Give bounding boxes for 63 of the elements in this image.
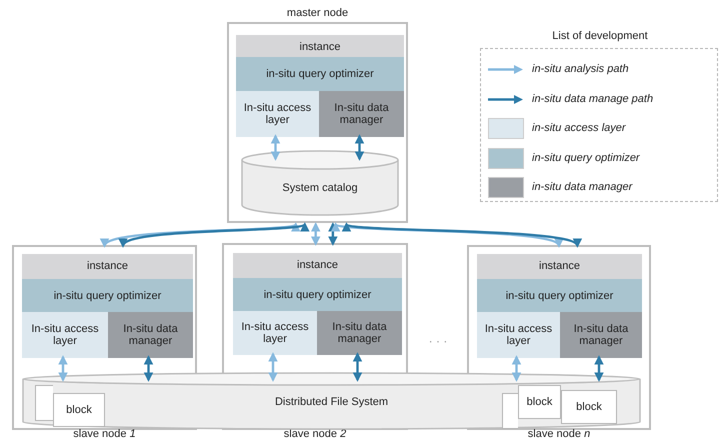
node-caption: slave node n (526, 428, 592, 441)
instance-label: instance (298, 40, 342, 55)
node-label: In-situ data manager (572, 323, 630, 347)
node-label: System catalog (281, 181, 359, 196)
node-label: block (65, 404, 93, 416)
legend-text: in-situ data manager (532, 180, 632, 196)
double-arrow (352, 352, 362, 382)
node-label: In-situ access layer (484, 323, 554, 347)
node-label: in-situ query optimizer (52, 290, 162, 302)
node-label: In-situ data manager (331, 321, 388, 345)
legend-text: in-situ data manage path (532, 92, 654, 107)
block-box (53, 393, 105, 427)
instance-label: instance (86, 259, 129, 274)
node-label: block (526, 396, 554, 408)
node-label: in-situ query optimizer (504, 290, 614, 302)
instance-label: instance (538, 259, 581, 274)
node-label: In-situ data manager (333, 102, 390, 126)
node-label: block (575, 401, 603, 413)
optimizer-box (236, 57, 404, 91)
instance-panel (236, 35, 404, 137)
legend-text: in-situ query optimizer (532, 150, 640, 166)
data-manager-box (319, 91, 404, 137)
node-label: Distributed File System (274, 395, 390, 410)
block-box (518, 385, 561, 419)
optimizer-box (233, 278, 402, 311)
legend-text: in-situ analysis path (532, 62, 629, 78)
double-arrow (144, 355, 154, 382)
optimizer-box (22, 279, 193, 312)
double-arrow (58, 355, 68, 382)
instance-panel (233, 253, 402, 355)
node-caption: slave node 1 (72, 428, 137, 441)
double-arrow (328, 222, 338, 246)
double-arrow (268, 352, 278, 382)
double-arrow (594, 355, 604, 382)
instance-panel (477, 254, 642, 358)
node-heading: master node (286, 6, 350, 21)
legend-title: List of development (551, 29, 649, 44)
data-manager-box (108, 312, 193, 358)
node-label: In-situ access layer (30, 323, 100, 347)
access-layer-box (477, 312, 560, 358)
data-manager-box (560, 312, 642, 358)
legend-text: in-situ access layer (532, 121, 626, 136)
block-box (561, 390, 617, 424)
block-box (35, 385, 53, 421)
node-caption: slave node 2 (282, 428, 348, 441)
double-arrow (354, 134, 364, 161)
access-layer-box (22, 312, 108, 358)
double-arrow (512, 355, 522, 382)
data-manager-box (317, 311, 402, 355)
node-label: In-situ access layer (242, 102, 312, 126)
access-layer-box (236, 91, 319, 137)
node-label: in-situ query optimizer (262, 288, 372, 300)
ellipsis: · · · (428, 333, 448, 350)
instance-label: instance (296, 258, 339, 273)
double-arrow (310, 222, 320, 246)
instance-panel (22, 254, 193, 358)
double-arrow (270, 134, 280, 161)
node-label: In-situ data manager (122, 323, 179, 347)
node-label: in-situ query optimizer (265, 68, 375, 80)
block-box (502, 393, 518, 429)
access-layer-box (233, 311, 317, 355)
optimizer-box (477, 279, 642, 312)
node-label: In-situ access layer (240, 321, 310, 345)
